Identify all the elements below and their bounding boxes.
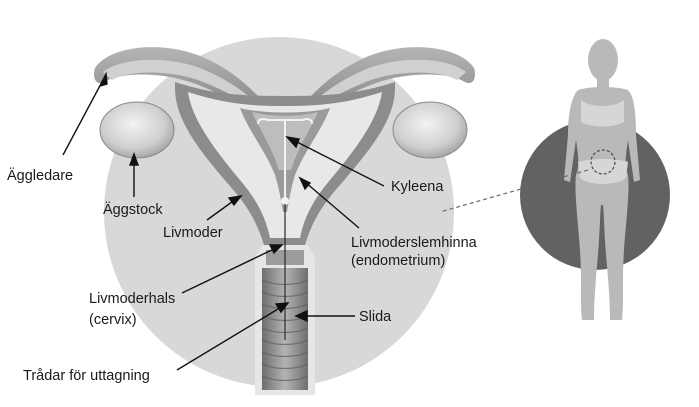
label-threads: Trådar för uttagning bbox=[23, 368, 150, 384]
label-cervix: Livmoderhals bbox=[89, 291, 175, 307]
fallopian-tubes bbox=[94, 47, 475, 124]
woman-silhouette bbox=[564, 39, 640, 320]
label-uterus: Livmoder bbox=[163, 225, 223, 241]
left-ovary bbox=[99, 101, 175, 159]
label-endometrium-latin: (endometrium) bbox=[351, 253, 445, 269]
label-iud: Kyleena bbox=[391, 179, 444, 195]
focus-circle bbox=[590, 149, 616, 175]
label-cervix-latin: (cervix) bbox=[89, 312, 137, 328]
label-fallopian-tube: Äggledare bbox=[7, 167, 73, 184]
iud-device bbox=[257, 118, 313, 205]
label-pointers bbox=[62, 71, 385, 371]
label-vagina: Slida bbox=[359, 309, 392, 325]
label-endometrium: Livmoderslemhinna bbox=[351, 235, 478, 251]
connector-line bbox=[439, 169, 589, 213]
label-ovary: Äggstock bbox=[103, 201, 163, 218]
right-ovary bbox=[392, 101, 468, 159]
